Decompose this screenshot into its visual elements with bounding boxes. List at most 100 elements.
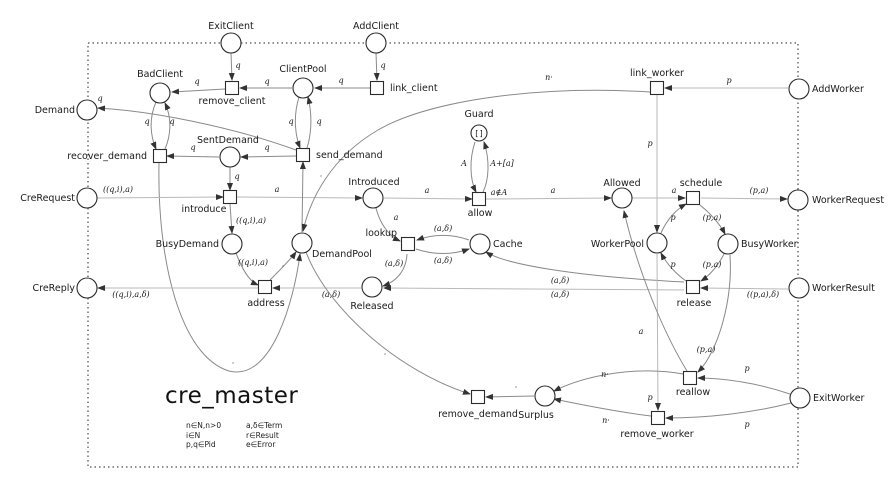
transition-send_demand [295, 147, 311, 163]
place-Released [361, 276, 383, 298]
place-label-Demand: Demand [35, 105, 75, 116]
arc-WorkerPool-schedule [660, 203, 687, 234]
arc-DemandPool-send_demand [299, 161, 306, 233]
place-label-Cache: Cache [493, 239, 523, 250]
token-Guard: [] [474, 129, 484, 138]
place-CreReply [76, 277, 98, 299]
legend-item: p,q∈Pid [186, 440, 216, 449]
transition-label-remove_demand: remove_demand [438, 409, 518, 420]
arc-label-schedule-BusyWorker: (p,a) [703, 213, 722, 222]
arc-label-release-Released: (a,δ) [551, 290, 569, 299]
arc-introduce-Introduced [236, 194, 363, 201]
place-label-ExitClient: ExitClient [208, 21, 254, 32]
arc-label-introduce-Introduced: a [275, 185, 280, 194]
arc-label-ExitWorker-reallow: p [744, 364, 749, 373]
arc-label-Introduced-allow: a [425, 186, 430, 195]
arc-label-SentDemand-introduce: q [234, 172, 239, 181]
transition-link_worker [649, 80, 665, 96]
arc-label-ExitWorker-remove_worker: p [744, 420, 749, 429]
arc-release-Released [383, 285, 685, 292]
arc-label-DemandPool-send_demand: · [320, 172, 323, 181]
arc-allow-Allowed [485, 195, 612, 202]
transition-label-reallow: reallow [676, 387, 710, 398]
place-CreRequest [76, 187, 98, 209]
diagram-title: cre_master [165, 383, 299, 409]
transition-label-link_worker: link_worker [630, 68, 684, 79]
arc-label-schedule-WorkerRequest: (p,a) [750, 186, 769, 195]
place-ClientPool [292, 77, 314, 99]
place-label-WorkerRequest: WorkerRequest [812, 195, 884, 206]
arc-reallow-Surplus [553, 370, 684, 392]
place-label-BusyWorker: BusyWorker [741, 239, 798, 250]
arc-schedule-BusyWorker [699, 204, 726, 235]
transition-remove_demand [470, 389, 486, 405]
transition-label-send_demand: send_demand [316, 150, 383, 161]
transition-label-remove_worker: remove_worker [620, 429, 693, 440]
transition-label-link_client: link_client [390, 83, 438, 94]
arc-send_demand-Demand [97, 105, 297, 151]
arc-label-WorkerPool-remove_worker: p [647, 393, 652, 402]
arc-BusyWorker-release [700, 253, 725, 282]
transition-label-address: address [247, 298, 284, 309]
transition-address [257, 279, 273, 295]
transition-label-schedule: schedule [680, 178, 723, 189]
arc-label-BusyWorker-reallow: (p,a) [697, 345, 716, 354]
place-label-CreReply: CreReply [33, 283, 76, 294]
transition-label-release: release [677, 298, 712, 309]
arc-label-recover_demand-BadClient: q [169, 117, 174, 126]
arc-release-Cache [485, 251, 685, 283]
arc-label-send_demand-SentDemand: q [264, 143, 269, 152]
arc-Guard-allow [470, 141, 477, 193]
place-label-AddClient: AddClient [353, 21, 399, 32]
place-label-DemandPool: DemandPool [312, 249, 372, 260]
transition-release [685, 279, 701, 295]
arc-Surplus-remove_demand [485, 393, 535, 400]
place-label-BadClient: BadClient [137, 69, 183, 80]
arc-WorkerPool-remove_worker [654, 253, 661, 411]
arc-label-ClientPool-remove_client: q [264, 77, 269, 86]
arc-label-send_demand-ClientPool: q [316, 117, 321, 126]
arc-label-lookup-Released: (a,δ) [385, 259, 403, 268]
arc-DemandPool-remove_demand [305, 251, 471, 395]
arc-remove_client-BadClient [171, 88, 226, 95]
transition-recover_demand [152, 148, 168, 164]
transition-label-allow: allow [468, 208, 493, 219]
transition-remove_client [224, 80, 240, 96]
arc-recover_demand-BadClient [164, 102, 171, 150]
arc-label-release-Cache: (a,δ) [551, 276, 569, 285]
arc-schedule-WorkerRequest [700, 195, 788, 202]
arc-label-SentDemand-recover_demand: q [190, 143, 195, 152]
arc-label-ExitClient-remove_client: q [235, 61, 240, 70]
arc-BadClient-recover_demand [150, 101, 157, 150]
transition-remove_worker [650, 410, 666, 426]
arc-label-reallow-Allowed: a [639, 327, 644, 336]
arc-label-link_worker-WorkerPool: p [647, 139, 652, 148]
arc-label-address-DemandPool: · [282, 262, 285, 271]
arc-label-introduce-BusyDemand: ((q,i),a) [236, 216, 266, 225]
arc-label-BadClient-recover_demand: q [144, 117, 149, 126]
arc-label-WorkerPool-schedule: p [670, 213, 675, 222]
place-AddClient [365, 32, 387, 54]
arc-label-DemandPool-remove_demand: · [384, 350, 387, 359]
arc-SentDemand-recover_demand [166, 153, 220, 160]
place-label-ClientPool: ClientPool [279, 64, 326, 75]
arc-label-link_client-ClientPool: q [338, 76, 343, 85]
arc-ExitClient-remove_client [228, 52, 235, 81]
legend-item: a,δ∈Term [246, 421, 283, 430]
arc-lookup-Cache [415, 248, 470, 255]
arc-BusyWorker-reallow [697, 254, 731, 373]
arc-introduce-BusyDemand [228, 203, 235, 234]
place-Guard [470, 124, 488, 142]
arc-label-recover_demand-DemandPool: · [232, 359, 235, 368]
arc-WorkerResult-release [700, 285, 789, 292]
arc-address-DemandPool [269, 251, 297, 281]
transition-label-recover_demand: recover_demand [67, 151, 147, 162]
arc-label-reallow-Surplus: n· [601, 370, 609, 379]
arc-send_demand-ClientPool [306, 96, 313, 149]
place-Surplus [534, 385, 556, 407]
place-SentDemand [219, 146, 241, 168]
arc-label-allow-Guard: A+[a] [489, 159, 514, 168]
